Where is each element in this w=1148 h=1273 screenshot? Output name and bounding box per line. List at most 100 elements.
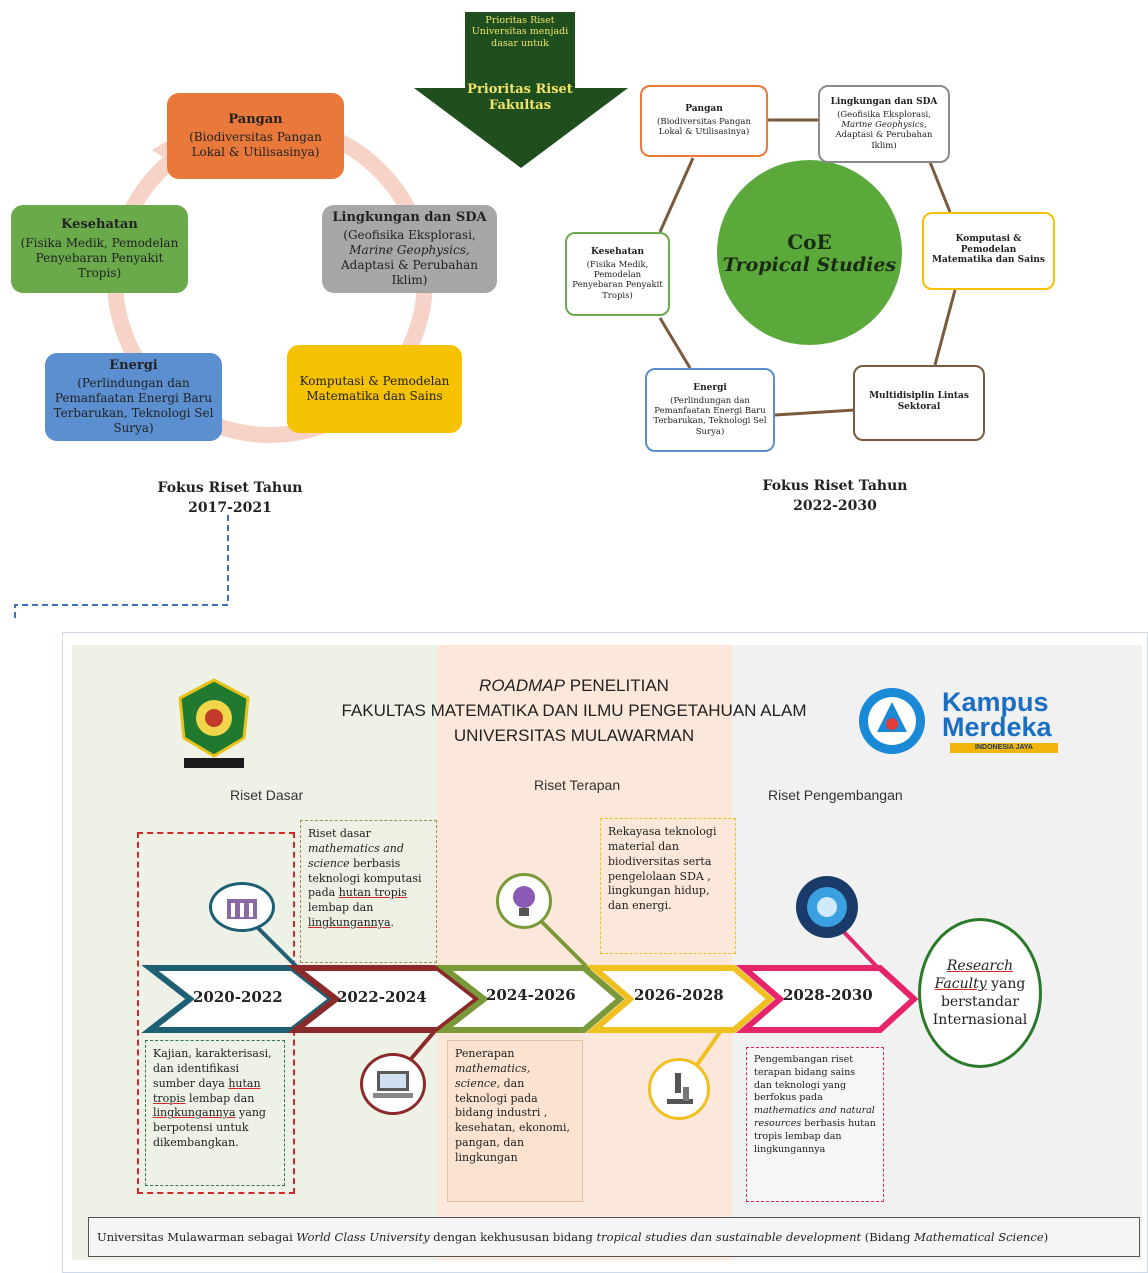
note-2028: Pengembangan riset terapan bidang sains …: [746, 1047, 884, 1202]
chevron-2028: [735, 965, 919, 1033]
tutwuri-logo: [859, 688, 925, 754]
roadmap-subtitle1: FAKULTAS MATEMATIKA DAN ILMU PENGETAHUAN…: [341, 701, 807, 720]
roadmap-title-em: ROADMAP: [479, 676, 566, 695]
goal-em2: Faculty: [934, 975, 987, 992]
caption-right: Fokus Riset Tahun 2022-2030: [725, 476, 945, 517]
note-2022: Riset dasar mathematics and science berb…: [300, 820, 437, 963]
note3-em: mathematics, science,: [455, 1061, 531, 1090]
unmul-logo: [178, 678, 250, 768]
note3-a: Penerapan: [455, 1047, 515, 1060]
goal-em1: Research: [946, 957, 1014, 974]
year-2022: 2022-2024: [337, 988, 427, 1006]
energi-desc: (Perlindungan dan Pemanfaatan Energi Bar…: [53, 376, 214, 436]
note1-c: yang berpotensi untuk dikembangkan.: [153, 1106, 266, 1150]
note1-u2: lingkungannya: [153, 1106, 236, 1120]
km-line2: Merdeka: [942, 712, 1052, 742]
goal-rest: yang berstandar Internasional: [932, 975, 1028, 1029]
hex-energi-title: Energi: [693, 383, 727, 394]
roadmap-subtitle2: UNIVERSITAS MULAWARMAN: [453, 726, 695, 745]
arrow-big-text: Prioritas Riset Fakultas: [467, 82, 573, 113]
lightbulb-icon: [496, 873, 552, 929]
note5-a: Pengembangan riset terapan bidang sains …: [754, 1054, 856, 1104]
note2-u2: lingkungannya: [308, 916, 391, 930]
energi-title: Energi: [109, 357, 158, 373]
footer-em2: tropical studies dan sustainable develop…: [596, 1230, 862, 1244]
caption-left: Fokus Riset Tahun 2017-2021: [120, 478, 340, 519]
caption-left-line2: 2017-2021: [188, 500, 272, 517]
pangan-title: Pangan: [228, 111, 283, 127]
hex-komputasi-title: Komputasi & Pemodelan Matematika dan Sai…: [932, 233, 1045, 266]
chevron-2022: [287, 965, 483, 1033]
year-2020: 2020-2022: [193, 988, 283, 1006]
note1-a: Kajian, karakterisasi, dan identifikasi …: [153, 1047, 272, 1090]
hex-multidisiplin: Multidisiplin Lintas Sektoral: [853, 365, 985, 441]
hex-lingkungan: Lingkungan dan SDA (Geofisika Eksplorasi…: [818, 85, 950, 163]
pangan-desc: (Biodiversitas Pangan Lokal & Utilisasin…: [189, 130, 322, 160]
footer-d: ): [1043, 1230, 1049, 1244]
box-kesehatan-left: Kesehatan (Fisika Medik, Pemodelan Penye…: [11, 205, 188, 293]
year-2026: 2026-2028: [634, 986, 724, 1004]
caption-right-line2: 2022-2030: [793, 498, 877, 515]
lingkungan-desc2: Marine Geophysics,: [349, 243, 470, 258]
lingkungan-desc1: (Geofisika Eksplorasi,: [343, 228, 476, 243]
goal-ellipse: Research Faculty yang berstandar Interna…: [918, 918, 1042, 1068]
phase-terapan: Riset Terapan: [534, 777, 621, 793]
hex-lingkungan-desc2: Marine Geophysics,: [841, 120, 927, 131]
lingkungan-desc3: Adaptasi & Perubahan Iklim): [340, 258, 478, 288]
coe-circle: CoE Tropical Studies: [717, 160, 902, 345]
note-2024: Penerapan mathematics, science, dan tekn…: [447, 1040, 583, 1202]
km-line1: Kampus: [942, 687, 1049, 717]
coe-line2: Tropical Studies: [722, 253, 897, 276]
note3-b: dan teknologi pada bidang industri , kes…: [455, 1076, 570, 1164]
caption-right-line1: Fokus Riset Tahun: [762, 478, 908, 494]
kesehatan-title: Kesehatan: [61, 217, 138, 233]
lingkungan-title: Lingkungan dan SDA: [332, 209, 487, 225]
footer-em1: World Class University: [296, 1230, 430, 1244]
footer-em3: Mathematical Science: [914, 1230, 1044, 1244]
hex-kesehatan-desc: (Fisika Medik, Pemodelan Penyebaran Peny…: [572, 260, 663, 301]
year-2024: 2024-2026: [486, 986, 576, 1004]
priority-down-arrow: [414, 12, 628, 168]
hex-lingkungan-title: Lingkungan dan SDA: [830, 97, 938, 108]
phase-dasar: Riset Dasar: [230, 787, 304, 803]
globe-tech-icon: [796, 876, 858, 938]
hex-multi-title: Multidisiplin Lintas Sektoral: [869, 391, 969, 412]
roadmap-title: ROADMAP PENELITIAN: [0, 676, 1148, 696]
building-icon: [209, 882, 275, 932]
note2-a: Riset dasar: [308, 827, 371, 840]
note2-d: .: [390, 916, 395, 930]
note2-c: lembap dan: [308, 901, 374, 915]
footer-statement: Universitas Mulawarman sebagai World Cla…: [88, 1217, 1140, 1257]
chevron-2026: [585, 965, 775, 1033]
box-lingkungan-left: Lingkungan dan SDA (Geofisika Eksplorasi…: [322, 205, 497, 293]
box-pangan-left: Pangan (Biodiversitas Pangan Lokal & Uti…: [167, 93, 344, 179]
hex-energi: Energi (Perlindungan dan Pemanfaatan Ene…: [645, 368, 775, 452]
note5-em: mathematics and natural resources: [754, 1105, 875, 1130]
note-2020: Kajian, karakterisasi, dan identifikasi …: [145, 1040, 285, 1186]
footer-c: (Bidang: [861, 1230, 915, 1244]
footer-a: Universitas Mulawarman sebagai: [97, 1230, 297, 1244]
komputasi-title: Komputasi & Pemodelan Matematika dan Sai…: [299, 374, 450, 403]
kampus-merdeka-wordmark: Kampus Merdeka: [942, 687, 1052, 742]
note2-b: berbasis teknologi komputasi pada: [308, 856, 422, 900]
computer-icon: [360, 1053, 426, 1115]
hex-pangan-desc: (Biodiversitas Pangan Lokal & Utilisasin…: [657, 117, 751, 138]
hex-kesehatan: Kesehatan (Fisika Medik, Pemodelan Penye…: [565, 232, 670, 316]
note2-em: mathematics and science: [308, 841, 404, 870]
microscope-icon: [648, 1058, 710, 1120]
box-komputasi-left: Komputasi & Pemodelan Matematika dan Sai…: [287, 345, 462, 433]
year-2028: 2028-2030: [783, 986, 873, 1004]
hex-lingkungan-desc1: (Geofisika Eksplorasi,: [837, 110, 931, 121]
timeline-chevrons: [141, 918, 919, 1077]
hex-pangan-title: Pangan: [685, 104, 723, 115]
roadmap-title-rest: PENELITIAN: [565, 676, 669, 695]
coe-line1: CoE: [787, 229, 832, 254]
phase-pengembangan: Riset Pengembangan: [768, 787, 903, 803]
chevron-2024: [435, 965, 625, 1033]
note4-a: Rekayasa teknologi material dan biodiver…: [608, 825, 717, 913]
hex-kesehatan-title: Kesehatan: [590, 247, 645, 258]
hex-lingkungan-desc3: Adaptasi & Perubahan Iklim): [835, 130, 933, 151]
dashed-link: [14, 515, 229, 620]
caption-left-line1: Fokus Riset Tahun: [157, 480, 303, 496]
note1-u1: hutan tropis: [153, 1076, 261, 1105]
